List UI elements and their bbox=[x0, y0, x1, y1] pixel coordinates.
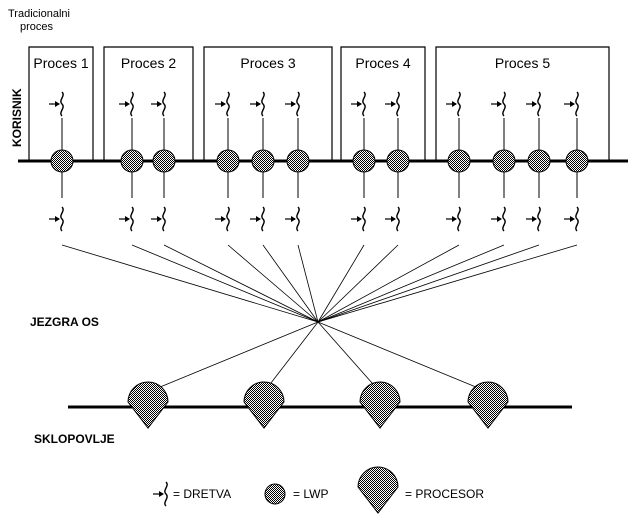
kernel-line bbox=[163, 244, 319, 323]
kernel-processor-line bbox=[263, 321, 319, 393]
kernel-line bbox=[227, 244, 319, 323]
user-thread-icon bbox=[285, 91, 300, 117]
lwp-icon bbox=[216, 149, 240, 173]
process-label-3: Proces 3 bbox=[240, 55, 295, 71]
user-thread-icon bbox=[385, 91, 400, 117]
user-thread-icon bbox=[151, 91, 166, 117]
threads-layer bbox=[49, 91, 579, 232]
process-box-4 bbox=[340, 46, 426, 161]
process-label-4: Proces 4 bbox=[355, 55, 410, 71]
hardware-label: SKLOPOVLJE bbox=[34, 432, 115, 446]
user-thread-icon bbox=[446, 91, 461, 117]
user-thread-icon bbox=[491, 91, 506, 117]
user-thread-icon bbox=[49, 91, 64, 117]
lwp-icon bbox=[565, 149, 589, 173]
kernel-processor-line bbox=[317, 321, 381, 393]
process-box-1 bbox=[28, 46, 94, 161]
kernel-thread-icon bbox=[151, 206, 166, 232]
kernel-line bbox=[317, 244, 540, 323]
lwp-icon bbox=[492, 149, 516, 173]
legend-thread-icon bbox=[153, 481, 168, 507]
user-thread-icon bbox=[526, 91, 541, 117]
kernel-line bbox=[131, 244, 319, 323]
kernel-label: JEZGRA OS bbox=[30, 315, 99, 329]
user-thread-icon bbox=[564, 91, 579, 117]
kernel-line bbox=[262, 244, 319, 323]
kernel-line bbox=[317, 244, 460, 323]
lwp-icon bbox=[120, 149, 144, 173]
lwp-icon bbox=[251, 149, 275, 173]
kernel-line bbox=[317, 244, 365, 323]
legend-lwp-icon bbox=[264, 483, 286, 505]
kernel-thread-icon bbox=[215, 206, 230, 232]
traditional-process-label-line1: Tradicionalni bbox=[8, 8, 70, 20]
lwp-layer bbox=[50, 149, 589, 173]
traditional-process-label-line2: proces bbox=[20, 21, 54, 33]
user-thread-icon bbox=[215, 91, 230, 117]
kernel-processor-line bbox=[147, 321, 319, 393]
kernel-thread-icon bbox=[351, 206, 366, 232]
process-boxes: Proces 1 Proces 2 Proces 3 Proces 4 Proces 5 bbox=[28, 46, 610, 161]
processor-icon-2 bbox=[243, 381, 285, 429]
processor-layer bbox=[127, 381, 509, 429]
legend: = DRETVA = LWP = PROCESOR bbox=[153, 466, 484, 514]
processor-icon-4 bbox=[467, 381, 509, 429]
process-box-3 bbox=[203, 46, 333, 161]
legend-processor-label: = PROCESOR bbox=[405, 487, 484, 501]
process-box-2 bbox=[103, 46, 194, 161]
kernel-thread-icon bbox=[526, 206, 541, 232]
kernel-connection-lines bbox=[61, 244, 578, 393]
lwp-icon bbox=[352, 149, 376, 173]
kernel-thread-icon bbox=[385, 206, 400, 232]
process-label-5: Proces 5 bbox=[495, 55, 550, 71]
user-layer-label: KORISNIK bbox=[10, 88, 24, 147]
kernel-line bbox=[61, 244, 319, 323]
legend-lwp-label: = LWP bbox=[293, 487, 328, 501]
kernel-thread-icon bbox=[285, 206, 300, 232]
process-box-5 bbox=[435, 46, 610, 161]
user-thread-icon bbox=[119, 91, 134, 117]
kernel-thread-icon bbox=[49, 206, 64, 232]
kernel-thread-icon bbox=[491, 206, 506, 232]
processor-icon-3 bbox=[359, 381, 401, 429]
legend-thread-label: = DRETVA bbox=[173, 487, 231, 501]
kernel-processor-line bbox=[317, 321, 489, 393]
legend-thread-glyph bbox=[153, 481, 168, 507]
lwp-icon bbox=[286, 149, 310, 173]
lwp-icon bbox=[527, 149, 551, 173]
process-label-1: Proces 1 bbox=[33, 55, 88, 71]
kernel-thread-icon bbox=[446, 206, 461, 232]
lwp-icon bbox=[447, 149, 471, 173]
kernel-line bbox=[317, 244, 399, 323]
kernel-thread-icon bbox=[250, 206, 265, 232]
user-thread-icon bbox=[351, 91, 366, 117]
kernel-thread-icon bbox=[119, 206, 134, 232]
kernel-thread-icon bbox=[564, 206, 579, 232]
legend-processor-icon bbox=[357, 466, 399, 514]
process-label-2: Proces 2 bbox=[121, 55, 176, 71]
kernel-line bbox=[317, 244, 578, 323]
kernel-line bbox=[317, 244, 505, 323]
lwp-icon bbox=[386, 149, 410, 173]
lwp-icon bbox=[152, 149, 176, 173]
lwp-icon bbox=[50, 149, 74, 173]
user-thread-icon bbox=[250, 91, 265, 117]
processor-icon-1 bbox=[127, 381, 169, 429]
kernel-line bbox=[297, 244, 319, 323]
